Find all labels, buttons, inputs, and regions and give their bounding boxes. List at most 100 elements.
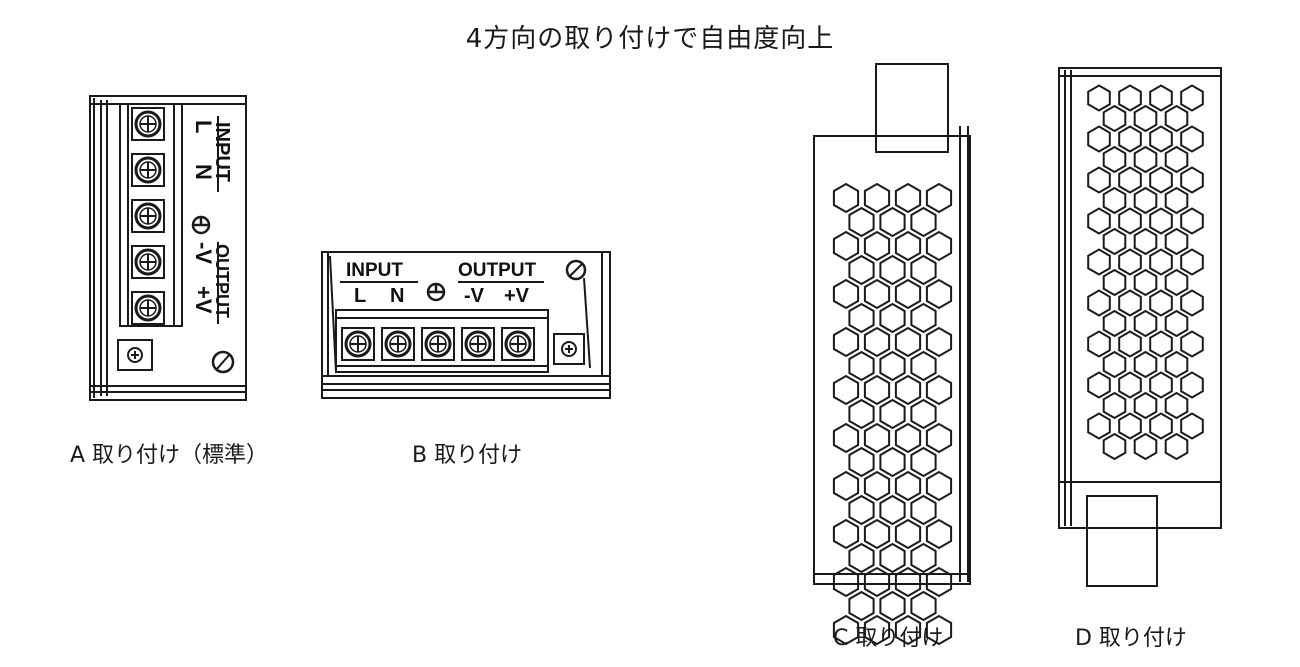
vent-hole — [863, 374, 891, 406]
terminal-screw-icon — [131, 291, 165, 325]
vent-hole — [1180, 412, 1204, 440]
mount-screw-icon — [117, 339, 153, 371]
vent-hole — [832, 230, 860, 262]
vent-hole — [894, 230, 922, 262]
terminal-screw-icon — [421, 327, 455, 361]
vent-hole — [894, 614, 922, 646]
vent-hole — [910, 494, 937, 526]
vent-hole — [1164, 227, 1189, 256]
vent-hole — [1149, 412, 1173, 440]
mount-screw-icon — [553, 333, 585, 365]
vent-hole — [879, 494, 906, 526]
vent-hole — [879, 542, 906, 574]
vent-hole — [863, 326, 891, 358]
vent-hole — [848, 254, 875, 286]
terminal-screw-icon — [461, 327, 495, 361]
vent-hole — [1149, 84, 1173, 112]
vent-hole — [1180, 330, 1204, 358]
vent-hole — [910, 590, 937, 622]
vent-hole — [1118, 84, 1142, 112]
terminal-label-plus-v: +V — [191, 286, 216, 314]
vent-hole — [1180, 248, 1204, 276]
vent-hole — [894, 422, 922, 454]
vent-hole — [863, 518, 891, 550]
vent-hole — [863, 278, 891, 310]
terminal-label-l: L — [191, 120, 216, 133]
adjust-pot-icon — [211, 350, 235, 374]
vent-hole — [1118, 248, 1142, 276]
terminal-label-minus-v: -V — [191, 242, 216, 264]
caption-a: A 取り付け（標準） — [70, 443, 269, 468]
vent-hole — [925, 374, 953, 406]
vent-hole — [925, 422, 953, 454]
terminal-block-a — [119, 103, 183, 327]
vent-hole — [1133, 309, 1158, 338]
vent-hole — [1133, 227, 1158, 256]
vent-hole — [894, 470, 922, 502]
vent-hole — [879, 254, 906, 286]
vent-hole — [1149, 248, 1173, 276]
vent-hole — [1087, 207, 1111, 235]
vent-hole — [1164, 186, 1189, 215]
vent-hole — [1164, 309, 1189, 338]
input-label: INPUT — [346, 260, 403, 281]
vent-hole — [1149, 166, 1173, 194]
vent-hole — [1087, 330, 1111, 358]
terminal-screw-icon — [341, 327, 375, 361]
vent-hole — [848, 302, 875, 334]
vent-hole — [1118, 330, 1142, 358]
mount-screw-icon — [127, 347, 143, 363]
vent-hole — [925, 182, 953, 214]
vent-hole — [832, 566, 860, 598]
vent-hole — [1102, 104, 1127, 133]
vent-hole-pattern — [832, 182, 953, 646]
vent-hole — [925, 326, 953, 358]
vent-hole — [863, 230, 891, 262]
vent-hole — [1164, 391, 1189, 420]
power-supply-view-a: INPUT L N OUTPUT -V +V — [89, 95, 247, 401]
vent-hole — [848, 206, 875, 238]
vent-hole — [863, 566, 891, 598]
vent-hole — [832, 518, 860, 550]
unit-outline-c — [813, 135, 971, 585]
vent-hole — [832, 422, 860, 454]
terminal-screw-icon — [131, 153, 165, 187]
page-title: 4方向の取り付けで自由度向上 — [465, 24, 835, 54]
vent-hole — [910, 542, 937, 574]
vent-hole — [1180, 166, 1204, 194]
vent-hole — [879, 446, 906, 478]
vent-hole — [879, 206, 906, 238]
unit-outline-d — [1058, 67, 1222, 529]
vent-hole — [1164, 145, 1189, 174]
vent-hole — [863, 422, 891, 454]
vent-hole — [1180, 289, 1204, 317]
terminal-screw-icon — [131, 245, 165, 279]
vent-hole — [1102, 145, 1127, 174]
vent-hole — [1149, 207, 1173, 235]
vent-hole — [863, 614, 891, 646]
vent-hole — [1133, 268, 1158, 297]
vent-hole — [1102, 350, 1127, 379]
vent-hole — [910, 350, 937, 382]
power-supply-view-d — [1058, 67, 1222, 587]
vent-hole — [1180, 125, 1204, 153]
vent-hole — [832, 614, 860, 646]
vent-hole — [910, 302, 937, 334]
vent-hole — [1133, 186, 1158, 215]
vent-hole — [1087, 371, 1111, 399]
vent-hole — [1133, 391, 1158, 420]
ground-symbol-icon — [191, 215, 211, 235]
ground-symbol-icon — [426, 282, 446, 302]
vent-hole — [848, 494, 875, 526]
vent-hole — [1102, 391, 1127, 420]
vent-hole — [1087, 125, 1111, 153]
vent-hole — [832, 278, 860, 310]
output-label: OUTPUT — [458, 260, 537, 281]
vent-hole — [1149, 371, 1173, 399]
vent-hole — [894, 326, 922, 358]
power-supply-view-c — [813, 63, 971, 646]
vent-hole — [832, 374, 860, 406]
vent-hole — [832, 470, 860, 502]
unit-outline-b — [321, 251, 611, 399]
vent-hole — [1149, 289, 1173, 317]
